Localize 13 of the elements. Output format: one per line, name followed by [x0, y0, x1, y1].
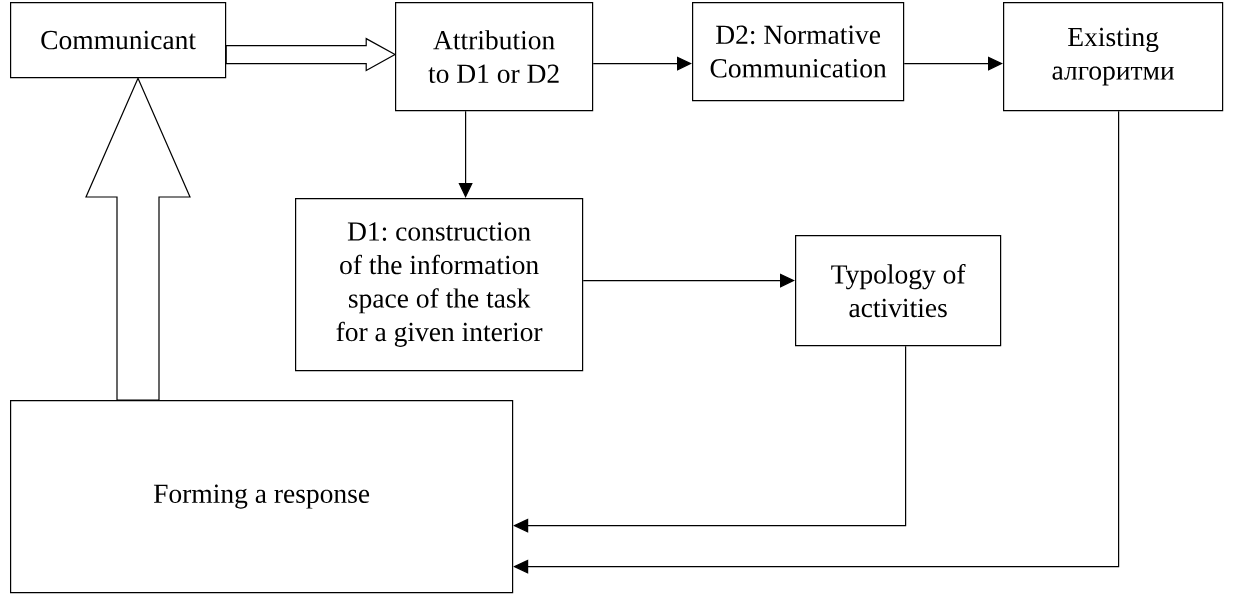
process-box: Typology of activities: [795, 235, 1002, 347]
process-box: Existing алгоритми: [1003, 2, 1224, 112]
process-box: Forming a response: [10, 400, 514, 594]
process-box: Communicant: [10, 2, 227, 79]
block-arrow: [225, 37, 397, 72]
arrow: [582, 273, 795, 288]
process-box: D1: construction of the information space of the task for a given interior: [295, 198, 584, 372]
block-arrow: [85, 76, 191, 401]
process-box: Attribution to D1 or D2: [395, 2, 594, 112]
arrow: [903, 56, 1003, 71]
arrow: [458, 110, 473, 198]
arrow: [592, 56, 692, 71]
process-box: D2: Normative Communication: [692, 2, 905, 102]
